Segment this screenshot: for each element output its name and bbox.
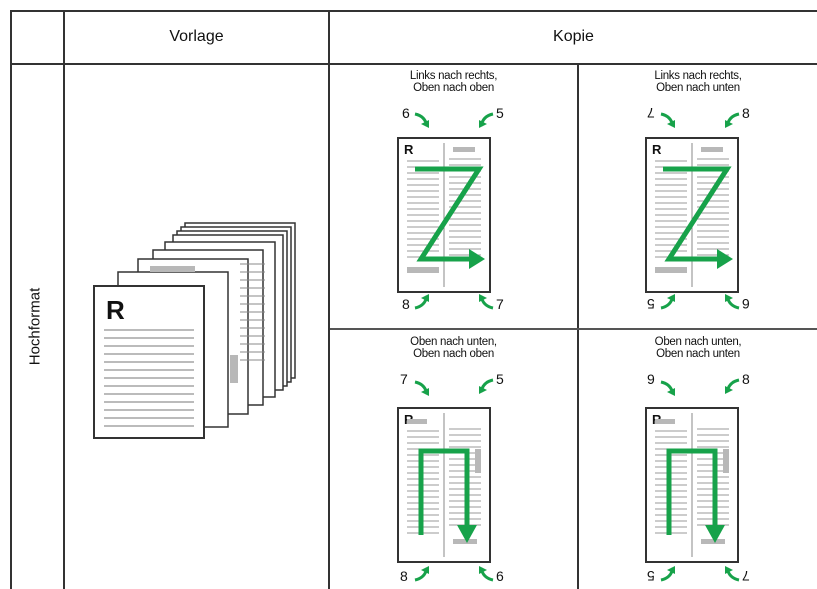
corner-number-top-left: 6	[402, 105, 410, 121]
page-content	[655, 413, 729, 557]
copy-column-divider	[577, 65, 579, 589]
corner-number-bottom-right: 7	[496, 296, 504, 312]
corner-number-bottom-left: 5	[647, 296, 655, 312]
original-letter: R	[106, 295, 125, 325]
corner-number-bottom-right: 6	[496, 568, 504, 584]
curl-arrow-icon	[414, 566, 429, 582]
row-label-divider	[63, 10, 65, 589]
page-content	[407, 413, 481, 557]
curl-arrow-icon	[479, 112, 494, 128]
page-letter: R	[652, 142, 662, 157]
table-left-border	[10, 10, 12, 589]
table-header-divider	[10, 63, 817, 65]
corner-number-top-right: 5	[496, 371, 504, 387]
curl-arrow-icon	[660, 112, 675, 128]
corner-number-bottom-right: 7	[742, 568, 750, 584]
corner-number-top-right: 5	[496, 105, 504, 121]
curl-arrow-icon	[725, 112, 740, 128]
curl-arrow-icon	[414, 294, 429, 310]
document-stack-illustration	[93, 222, 296, 439]
copy-cell-3: Oben nach unten, Oben nach oben 7 5 R	[330, 330, 577, 589]
corner-number-bottom-left: 8	[402, 296, 410, 312]
corner-number-top-left: 9	[647, 371, 655, 387]
copy-caption-line2: Oben nach oben	[413, 348, 494, 360]
row-label-orientation: Hochformat	[26, 287, 44, 366]
copy-row-divider	[330, 328, 817, 330]
curl-arrow-icon	[725, 294, 740, 310]
copy-caption-line1: Oben nach unten,	[410, 336, 497, 348]
curl-arrow-icon	[725, 378, 740, 394]
copy-page: R	[397, 137, 491, 293]
corner-number-top-left: 7	[647, 105, 655, 121]
original-copy-divider	[328, 10, 330, 589]
curl-arrow-icon	[414, 112, 429, 128]
header-copy: Kopie	[553, 28, 594, 45]
corner-number-bottom-right: 6	[742, 296, 750, 312]
header-original: Vorlage	[169, 28, 224, 45]
copy-page: R	[645, 137, 739, 293]
corner-number-bottom-left: 5	[647, 568, 655, 584]
curl-arrow-icon	[479, 378, 494, 394]
curl-arrow-icon	[660, 380, 675, 396]
corner-number-bottom-left: 8	[400, 568, 408, 584]
page-letter: R	[404, 142, 414, 157]
copy-caption-line2: Oben nach oben	[413, 82, 494, 94]
curl-arrow-icon	[660, 566, 675, 582]
curl-arrow-icon	[479, 566, 494, 582]
copy-cell-1: Links nach rechts, Oben nach oben 6 5 R	[330, 65, 577, 328]
copy-caption-line1: Oben nach unten,	[654, 336, 742, 348]
copy-caption-line1: Links nach rechts,	[654, 70, 742, 82]
copy-cell-2: Links nach rechts, Oben nach unten 7 8 R	[579, 65, 817, 328]
corner-number-top-right: 8	[742, 371, 750, 387]
original-document-stack: R	[90, 220, 305, 445]
corner-number-top-left: 7	[400, 371, 408, 387]
curl-arrow-icon	[725, 566, 740, 582]
copy-page: R	[397, 407, 491, 563]
copy-cell-4: Oben nach unten, Oben nach unten 9 8 R	[579, 330, 817, 589]
copy-caption-line2: Oben nach unten	[656, 82, 740, 94]
copy-caption-line1: Links nach rechts,	[409, 70, 498, 82]
table-top-border	[10, 10, 817, 12]
curl-arrow-icon	[414, 380, 429, 396]
corner-number-top-right: 8	[742, 105, 750, 121]
curl-arrow-icon	[660, 294, 675, 310]
page-content	[407, 143, 485, 287]
copy-caption-line2: Oben nach unten	[656, 348, 740, 360]
copy-page: R	[645, 407, 739, 563]
page-content	[655, 143, 733, 287]
curl-arrow-icon	[479, 294, 494, 310]
